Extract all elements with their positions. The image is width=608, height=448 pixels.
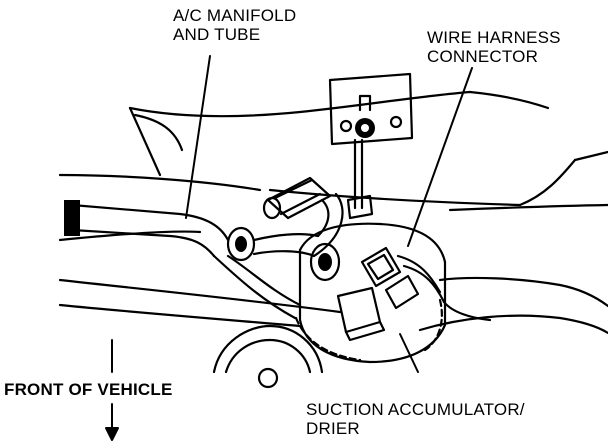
- wire-harness-label: WIRE HARNESS CONNECTOR: [427, 28, 561, 66]
- wheel-well: [212, 324, 324, 389]
- accumulator-leader: [399, 333, 419, 373]
- front-of-vehicle-label: FRONT OF VEHICLE: [4, 380, 172, 399]
- ac-manifold-label-line2: AND TUBE: [173, 25, 261, 44]
- front-arrow: [105, 339, 119, 441]
- suction-accumulator-label-line2: DRIER: [306, 419, 360, 438]
- ac-manifold-label: A/C MANIFOLD AND TUBE: [173, 6, 296, 44]
- upper-hose: [262, 176, 344, 258]
- leader-lines: [185, 55, 473, 373]
- front-of-vehicle-text: FRONT OF VEHICLE: [4, 380, 173, 399]
- suction-accumulator-label: SUCTION ACCUMULATOR/ DRIER: [306, 400, 525, 438]
- wire-harness-connector: [360, 246, 492, 322]
- suction-accumulator-label-line1: SUCTION ACCUMULATOR/: [306, 400, 525, 419]
- wire-harness-label-line1: WIRE HARNESS: [427, 28, 561, 47]
- ac-manifold-tube: [64, 200, 320, 320]
- ac-manifold-label-line1: A/C MANIFOLD: [173, 6, 297, 25]
- mounting-bracket: [328, 72, 414, 220]
- ac-manifold-leader: [185, 55, 211, 219]
- body-outline: [58, 90, 608, 335]
- wire-harness-leader: [407, 67, 473, 247]
- wire-harness-label-line2: CONNECTOR: [427, 47, 539, 66]
- accumulator-body: [294, 222, 447, 364]
